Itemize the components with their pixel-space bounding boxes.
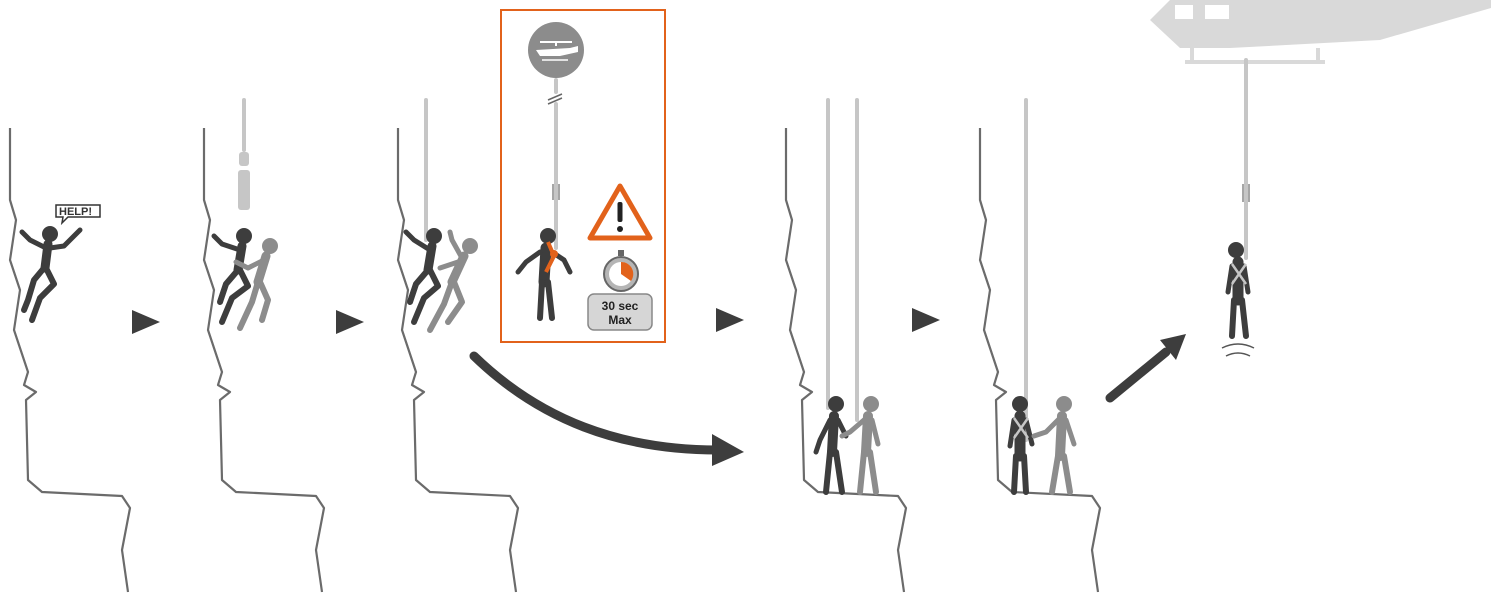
rescued-person-figure-6 — [1007, 396, 1035, 495]
panel-3 — [396, 98, 520, 593]
panel-5 — [784, 98, 908, 593]
rescuer-figure-6 — [1031, 396, 1077, 495]
timer-label-box — [587, 293, 653, 331]
rescuer-figure-2 — [233, 238, 278, 331]
panel-6 — [978, 98, 1102, 593]
lift-arrow — [1105, 334, 1186, 403]
rescuer-figure-3 — [427, 229, 478, 333]
stopwatch-icon: 30 sec Max — [587, 250, 653, 331]
cliff-outline-3 — [396, 128, 520, 593]
svg-text:HELP!: HELP! — [59, 206, 92, 218]
cliff-outline-1 — [8, 128, 132, 593]
helicopter-silhouette — [1150, 0, 1491, 64]
cliff-outline-2 — [202, 128, 326, 593]
panel-1: HELP! — [8, 128, 132, 593]
rescued-person-figure — [515, 228, 573, 321]
climber-figure-5 — [813, 396, 849, 495]
rescuer-figure-5 — [839, 396, 881, 495]
helicopter-icon — [528, 22, 584, 78]
climber-figure-3 — [403, 228, 442, 325]
step-arrow-1 — [132, 310, 160, 334]
cliff-outline-5 — [784, 128, 908, 593]
climber-figure-1 — [19, 226, 83, 323]
timer-line-2: Max — [608, 313, 632, 327]
panel-4-highlight: 30 sec Max — [500, 9, 666, 343]
step-arrow-2 — [336, 310, 364, 334]
step-arrow-3 — [716, 308, 744, 332]
panel-7 — [1221, 58, 1255, 357]
curved-arrow — [469, 351, 744, 466]
timer-line-1: 30 sec — [602, 299, 639, 313]
cliff-outline-6 — [978, 128, 1102, 593]
lifted-person-figure — [1225, 242, 1251, 339]
highlight-frame — [500, 9, 666, 343]
sway-marks — [1221, 343, 1255, 357]
warning-icon — [587, 183, 653, 241]
speech-bubble: HELP! — [55, 204, 101, 226]
step-arrow-4 — [912, 308, 940, 332]
panel-2 — [202, 98, 326, 593]
